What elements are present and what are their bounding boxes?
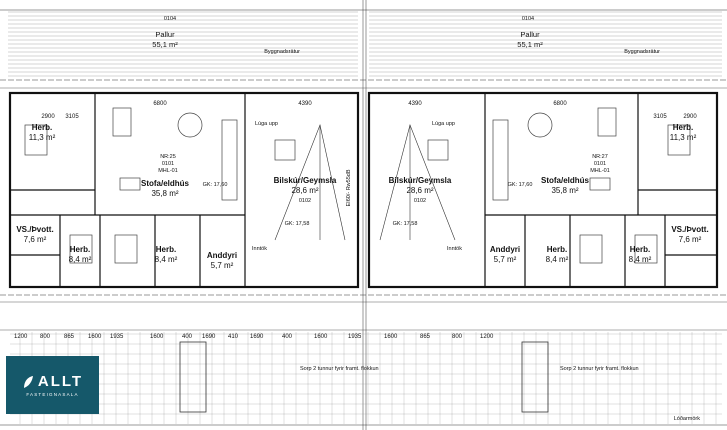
room-herb-e2-name: Herb.	[630, 245, 650, 254]
room-anddyri-right-area: 5,7 m²	[494, 255, 517, 264]
unit-left-mhl: MHL-01	[158, 168, 178, 174]
room-garage-right-name: Bilskúr/Geymsla	[389, 176, 452, 185]
room-vs-left-name: VS./Þvott.	[16, 225, 53, 234]
dimension-label: 1600	[314, 334, 328, 340]
room-stofa-left-name: Stofa/eldhús	[141, 179, 190, 188]
deck-left-code: 0104	[164, 16, 176, 22]
note-sorp-left: Sorp 2 tunnur fyrir framt. flokkun	[300, 366, 379, 372]
brand-tagline: FASTEIGNASALA	[26, 392, 79, 397]
unit-left-nr: NR:25	[160, 154, 176, 160]
furniture	[24, 107, 691, 264]
brand-name: ALLT	[37, 373, 84, 390]
top-dimensions: 6800 4390 4390 6800 2900 3105 3105 2900	[41, 101, 697, 120]
room-anddyri-right-name: Anddyri	[490, 245, 520, 254]
note-inntok-left: Inntök	[252, 246, 267, 252]
exterior-walls	[8, 91, 719, 289]
dimension-label: 865	[64, 334, 75, 340]
room-herb-w2-name: Herb.	[156, 245, 176, 254]
note-gk-living-right: GK: 17,60	[508, 182, 533, 188]
unit-left-num: 0101	[162, 161, 174, 167]
interior-walls	[10, 93, 717, 287]
note-gk-living-left: GK: 17,60	[203, 182, 228, 188]
dimension-label: 1600	[88, 334, 102, 340]
dimension-label: 3105	[65, 114, 79, 120]
deck-right-code: 0104	[522, 16, 534, 22]
dimension-label: 1600	[150, 334, 164, 340]
room-herb-w1-name: Herb.	[70, 245, 90, 254]
note-luga-left: Lúga upp	[255, 121, 278, 127]
unit-right-mhl: MHL-01	[590, 168, 610, 174]
room-garage-right-area: 28,6 m²	[406, 186, 433, 195]
dimension-label: 2900	[41, 114, 55, 120]
note-sorp-right: Sorp 2 tunnur fyrir framt. flokkun	[560, 366, 639, 372]
note-lodarmork: Lóðarmörk	[674, 415, 701, 422]
room-anddyri-left-area: 5,7 m²	[211, 261, 234, 270]
room-herb-nw-name: Herb.	[32, 123, 52, 132]
dimension-label: 1935	[348, 334, 362, 340]
room-garage-left-area: 28,6 m²	[291, 186, 318, 195]
dimension-label: 1200	[480, 334, 494, 340]
room-anddyri-left-name: Anddyri	[207, 251, 237, 260]
room-herb-nw-area: 11,3 m²	[29, 133, 56, 142]
deck-right-area: 55,1 m²	[517, 40, 543, 49]
dimension-label: 1200	[14, 334, 28, 340]
dimension-label: 410	[228, 334, 239, 340]
dimension-label: 1600	[384, 334, 398, 340]
dimension-label: 400	[282, 334, 293, 340]
room-garage-left-code: 0102	[299, 198, 311, 204]
room-herb-ne-area: 11,3 m²	[670, 133, 697, 142]
room-herb-e1-name: Herb.	[547, 245, 567, 254]
unit-right-nr: NR:27	[592, 154, 608, 160]
unit-right-num: 0101	[594, 161, 606, 167]
dimension-label: 1935	[110, 334, 124, 340]
dimension-label: 400	[182, 334, 193, 340]
room-stofa-right-area: 35,8 m²	[551, 186, 578, 195]
room-vs-right-area: 7,6 m²	[679, 235, 702, 244]
dimension-label: 800	[452, 334, 463, 340]
room-garage-right-code: 0102	[414, 198, 426, 204]
dimension-label: 4390	[408, 101, 422, 107]
dimension-label: 4390	[298, 101, 312, 107]
deck-left-area: 55,1 m²	[152, 40, 178, 49]
room-vs-right-name: VS./Þvott.	[671, 225, 708, 234]
note-luga-right: Lúga upp	[432, 121, 455, 127]
deck-left-label: Pallur	[155, 30, 175, 39]
bottom-dimensions: 1200 800 865 1600 1935 1600 400 1690 410 1690 400 1…	[14, 334, 494, 340]
paving-grid	[10, 332, 722, 424]
room-herb-e1-area: 8,4 m²	[546, 255, 569, 264]
note-fire-rating: EI60/- Rw55dB	[346, 169, 352, 206]
room-stofa-right-name: Stofa/eldhús	[541, 176, 590, 185]
deck-right-line: Byggnadsrätur	[624, 49, 660, 55]
room-herb-w2-area: 8,4 m²	[155, 255, 178, 264]
dimension-label: 800	[40, 334, 51, 340]
leaf-icon	[23, 375, 33, 388]
dimension-label: 6800	[153, 101, 167, 107]
dimension-label: 1690	[250, 334, 264, 340]
dimension-label: 1690	[202, 334, 216, 340]
dimension-label: 6800	[553, 101, 567, 107]
dimension-label: 865	[420, 334, 431, 340]
sorp-areas	[179, 341, 549, 413]
dimension-label: 3105	[653, 114, 667, 120]
garage-slopes	[274, 123, 456, 241]
brand-logo: ALLT FASTEIGNASALA	[6, 356, 99, 414]
note-gk-garage-left: GK: 17,58	[285, 221, 310, 227]
note-gk-garage-right: GK: 17,58	[393, 221, 418, 227]
room-herb-ne-name: Herb.	[673, 123, 693, 132]
room-vs-left-area: 7,6 m²	[24, 235, 47, 244]
dimension-label: 2900	[683, 114, 697, 120]
room-herb-e2-area: 8,4 m²	[629, 255, 652, 264]
room-stofa-left-area: 35,8 m²	[151, 189, 178, 198]
deck-right-label: Pallur	[520, 30, 540, 39]
deck-hatching	[8, 11, 722, 77]
room-herb-w1-area: 8,4 m²	[69, 255, 92, 264]
deck-left-line: Byggnadsrätur	[264, 49, 300, 55]
room-garage-left-name: Bilskúr/Geymsla	[274, 176, 337, 185]
note-inntok-right: Inntök	[447, 246, 462, 252]
